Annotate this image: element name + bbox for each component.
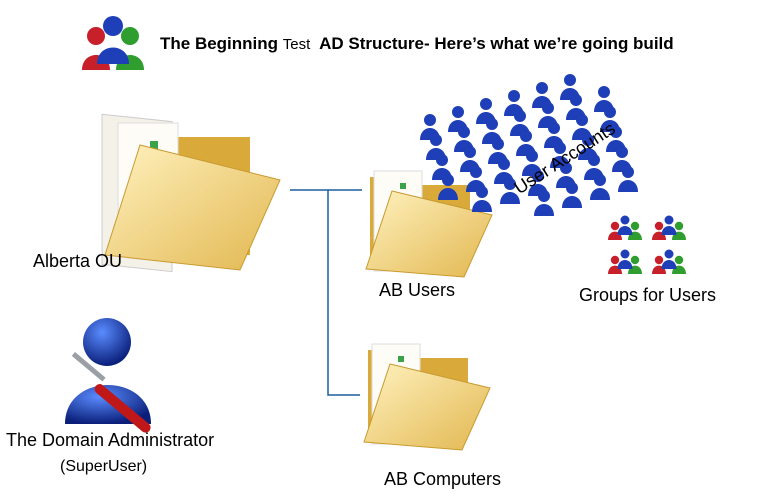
alberta-ou-folder-icon bbox=[101, 113, 281, 273]
page-title: The Beginning Test AD Structure- Here’s … bbox=[160, 34, 674, 54]
user-icon bbox=[438, 174, 458, 200]
user-icon bbox=[590, 174, 610, 200]
alberta-ou-label: Alberta OU bbox=[33, 251, 123, 271]
user-group-icon bbox=[82, 16, 144, 70]
ab-users-label: AB Users bbox=[379, 280, 456, 300]
user-icon bbox=[661, 249, 677, 269]
user-group-icon bbox=[608, 215, 642, 240]
domain-admin-label: The Domain Administrator bbox=[6, 430, 215, 450]
user-icon bbox=[562, 182, 582, 208]
user-icon bbox=[617, 249, 633, 269]
user-icon bbox=[584, 154, 604, 180]
groups-for-users-label: Groups for Users bbox=[579, 285, 717, 305]
user-icon bbox=[672, 221, 686, 240]
title-part-1: The Beginning bbox=[160, 34, 279, 53]
user-group-icon bbox=[652, 215, 686, 240]
ab-computers-folder-icon bbox=[363, 343, 491, 451]
admin-tools-icon bbox=[65, 318, 151, 433]
user-group-icon bbox=[652, 249, 686, 274]
groups-icon bbox=[608, 215, 686, 274]
user-icon bbox=[661, 215, 677, 235]
title-part-3: AD Structure- Here’s what we’re going bu… bbox=[319, 34, 674, 53]
ab-computers-label: AB Computers bbox=[384, 469, 502, 489]
user-icon bbox=[618, 166, 638, 192]
user-icon bbox=[534, 190, 554, 216]
title-part-2: Test bbox=[282, 36, 311, 53]
user-icon bbox=[472, 186, 492, 212]
user-group-icon bbox=[608, 249, 642, 274]
user-accounts-icon bbox=[420, 74, 638, 216]
user-icon bbox=[617, 215, 633, 235]
user-icon bbox=[500, 178, 520, 204]
superuser-label: (SuperUser) bbox=[60, 458, 148, 475]
